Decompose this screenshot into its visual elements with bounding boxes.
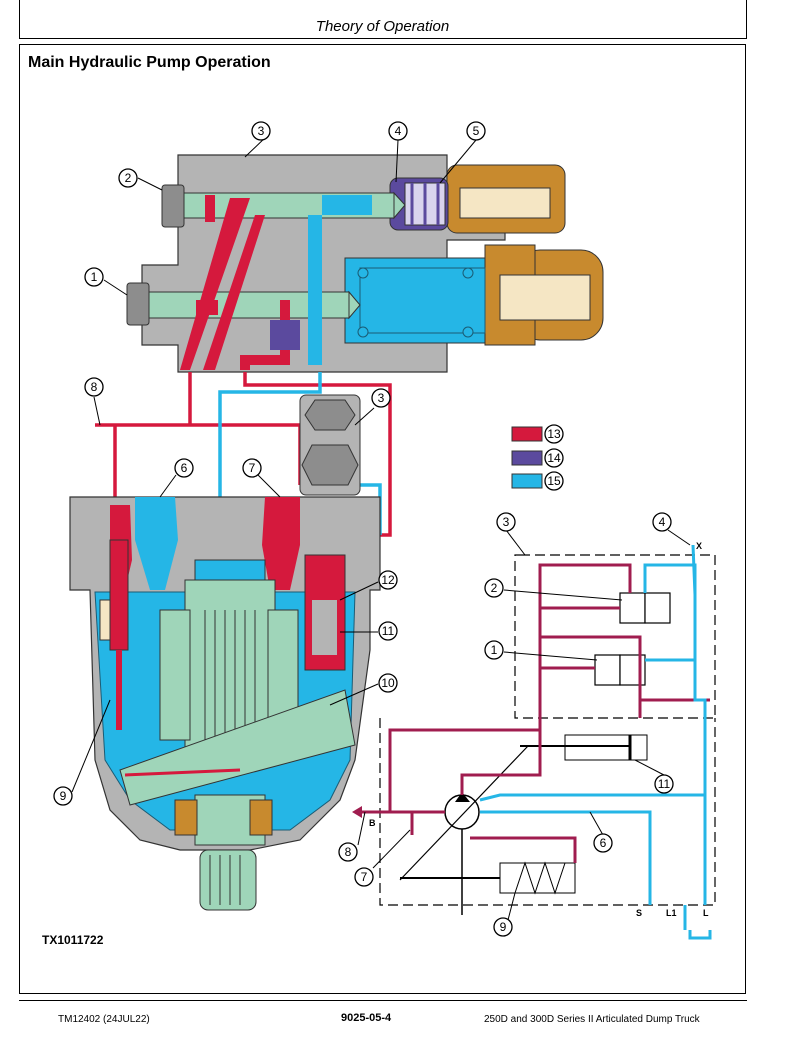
svg-text:15: 15 <box>547 474 561 488</box>
color-legend <box>511 426 543 489</box>
figure-title: Main Hydraulic Pump Operation <box>28 54 271 71</box>
callout-1: 1 <box>84 267 104 287</box>
legend-swatch-14 <box>511 450 543 466</box>
callout-7-schematic: 7 <box>354 867 374 887</box>
svg-text:14: 14 <box>547 451 561 465</box>
svg-text:10: 10 <box>381 676 395 690</box>
svg-text:6: 6 <box>600 836 607 850</box>
svg-text:11: 11 <box>382 624 395 638</box>
callout-8-schematic: 8 <box>338 842 358 862</box>
hydraulic-schematic: X B S L1 L <box>352 541 716 940</box>
svg-text:7: 7 <box>249 461 256 475</box>
svg-text:4: 4 <box>395 124 402 138</box>
callout-7: 7 <box>242 458 262 478</box>
legend-swatch-15 <box>511 473 543 489</box>
callout-14: 14 <box>544 448 564 468</box>
callout-5: 5 <box>466 121 486 141</box>
svg-text:3: 3 <box>258 124 265 138</box>
svg-text:11: 11 <box>658 777 671 791</box>
svg-text:7: 7 <box>361 870 368 884</box>
svg-text:4: 4 <box>659 515 666 529</box>
header-rule-bottom <box>19 38 747 39</box>
svg-text:1: 1 <box>491 643 498 657</box>
svg-text:8: 8 <box>345 845 352 859</box>
header-rule-right <box>746 0 747 38</box>
callout-11: 11 <box>378 621 398 641</box>
callout-10: 10 <box>378 673 398 693</box>
port-l1-label: L1 <box>666 908 677 918</box>
callout-2-schematic: 2 <box>484 578 504 598</box>
footer-rule <box>19 1000 747 1001</box>
svg-text:6: 6 <box>181 461 188 475</box>
header-rule-left <box>19 0 20 38</box>
port-s-label: S <box>636 908 642 918</box>
callout-12: 12 <box>378 570 398 590</box>
svg-text:2: 2 <box>491 581 498 595</box>
callout-9-schematic: 9 <box>493 917 513 937</box>
callout-6: 6 <box>174 458 194 478</box>
callout-3-schematic: 3 <box>496 512 516 532</box>
callout-15: 15 <box>544 471 564 491</box>
figure-frame <box>19 44 746 994</box>
callout-9: 9 <box>53 786 73 806</box>
legend-swatch-13 <box>511 426 543 442</box>
footer-product-name: 250D and 300D Series II Articulated Dump… <box>484 1014 700 1025</box>
footer-page-number: 9025-05-4 <box>341 1012 392 1024</box>
callout-2: 2 <box>118 168 138 188</box>
pump-body <box>69 496 381 911</box>
pressure-valve <box>299 394 361 496</box>
callout-3-top: 3 <box>251 121 271 141</box>
svg-text:3: 3 <box>378 391 385 405</box>
svg-text:3: 3 <box>503 515 510 529</box>
svg-text:5: 5 <box>473 124 480 138</box>
svg-text:9: 9 <box>60 789 67 803</box>
footer-manual-id: TM12402 (24JUL22) <box>58 1014 150 1025</box>
port-b-label: B <box>369 818 376 828</box>
callout-4: 4 <box>388 121 408 141</box>
svg-text:1: 1 <box>91 270 98 284</box>
svg-text:9: 9 <box>500 920 507 934</box>
regulator-assembly <box>126 154 604 373</box>
svg-text:2: 2 <box>125 171 132 185</box>
callouts: 3 2 4 5 1 8 3 6 7 12 11 10 9 13 14 15 3 … <box>53 121 674 937</box>
callout-8: 8 <box>84 377 104 397</box>
svg-text:13: 13 <box>547 427 561 441</box>
port-x-label: X <box>696 541 702 551</box>
callout-6-schematic: 6 <box>593 833 613 853</box>
svg-text:12: 12 <box>381 573 395 587</box>
callout-11-schematic: 11 <box>654 774 674 794</box>
section-title: Theory of Operation <box>315 18 450 35</box>
figure-image-id: TX1011722 <box>42 933 104 947</box>
callout-13: 13 <box>544 424 564 444</box>
callout-1-schematic: 1 <box>484 640 504 660</box>
callout-3-valve: 3 <box>371 388 391 408</box>
callout-4-schematic: 4 <box>652 512 672 532</box>
svg-text:8: 8 <box>91 380 98 394</box>
port-l-label: L <box>703 908 709 918</box>
